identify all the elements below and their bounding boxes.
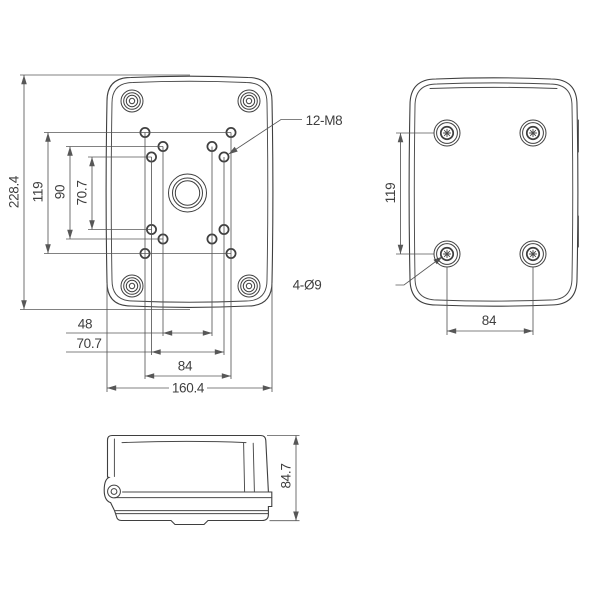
- side-detail-lines: [113, 438, 273, 515]
- front-outline-outer: [105, 75, 274, 308]
- front-outline-inner: [110, 80, 269, 303]
- front-view: [105, 75, 274, 308]
- side-silhouette: [103, 434, 273, 526]
- leader-12-m8: [228, 119, 302, 155]
- label-thread-holes: 12-M8: [306, 113, 343, 128]
- back-outline-inner: [413, 82, 574, 302]
- dim-front-hspan-inner: 48: [78, 317, 92, 332]
- dim-front-vspan-inner: 70.7: [75, 180, 90, 205]
- dim-front-hspan-outer: 84: [178, 359, 193, 374]
- mounting-hole: [519, 119, 547, 147]
- back-view: [408, 77, 579, 307]
- corner-screws: [120, 89, 261, 298]
- back-top-accent: [429, 86, 558, 89]
- mounting-hole: [433, 119, 461, 147]
- dim-side-overall-depth: 84.7: [279, 463, 294, 488]
- dim-front-hspan-mid: 70.7: [76, 336, 101, 351]
- back-view-dimensions: 119 84: [383, 132, 534, 335]
- corner-screw: [120, 274, 144, 298]
- center-hole: [168, 173, 207, 213]
- corner-screw: [237, 274, 261, 298]
- leader-4-d9: [395, 256, 443, 286]
- m8-thread-holes: [139, 127, 237, 259]
- dim-front-vspan-outer: 119: [31, 182, 46, 203]
- front-view-dimensions: 228.4 119 90 70.7 48 70.7 84 160.4: [7, 74, 273, 396]
- dim-back-mount-span-v: 119: [383, 183, 398, 204]
- corner-screw: [237, 89, 261, 113]
- side-view-dimensions: 84.7: [267, 435, 300, 522]
- callouts: 12-M8 4-Ø9: [228, 113, 443, 293]
- mounting-hole: [433, 240, 461, 268]
- dim-front-vspan-mid: 90: [53, 185, 68, 199]
- dim-front-overall-width: 160.4: [172, 381, 205, 396]
- extension-lines: [20, 74, 273, 392]
- corner-screw: [120, 89, 144, 113]
- dim-back-mount-span-h: 84: [482, 313, 497, 328]
- mounting-hole: [519, 240, 547, 268]
- side-view: [103, 434, 273, 526]
- hinge-knuckle: [107, 484, 121, 499]
- mounting-holes: [433, 119, 547, 268]
- back-outline-outer: [408, 77, 579, 307]
- dim-front-overall-height: 228.4: [7, 175, 22, 208]
- label-mount-holes: 4-Ø9: [293, 278, 322, 293]
